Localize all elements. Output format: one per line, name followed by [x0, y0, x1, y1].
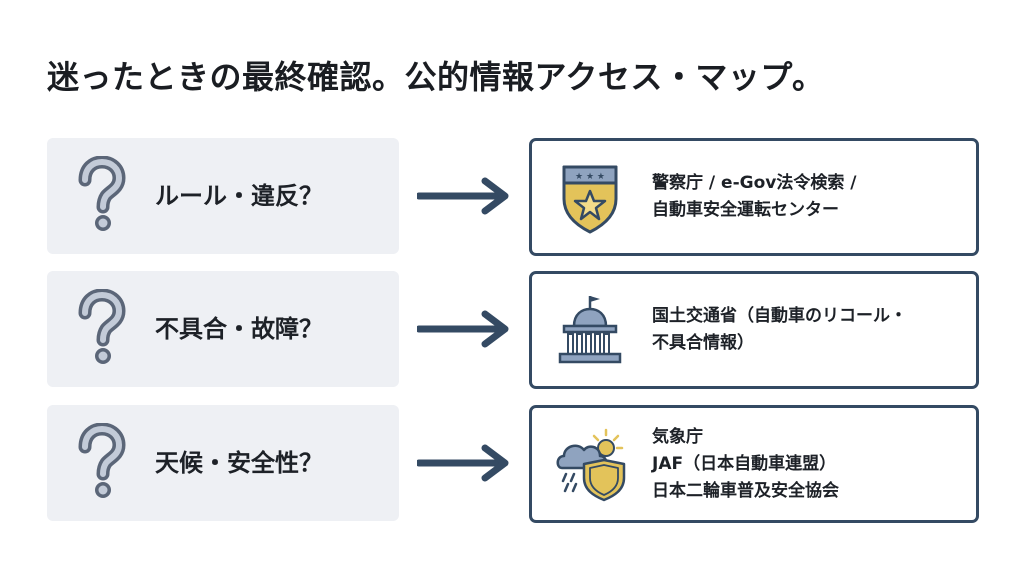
- answer-line: 日本二輪車普及安全協会: [652, 480, 839, 501]
- answer-line: 警察庁 / e-Gov法令検索 /: [652, 173, 857, 193]
- answer-line: JAF（日本自動車連盟）: [652, 453, 837, 474]
- row-rules: ルール・違反？ ★ ★ ★ 警察庁 / e-Gov法令検索 / 自動車安全運転セ…: [47, 138, 979, 256]
- answer-text: 気象庁 JAF（日本自動車連盟） 日本二輪車普及安全協会: [652, 408, 968, 520]
- arrow-right-icon: [417, 310, 509, 348]
- svg-text:★ ★ ★: ★ ★ ★: [575, 172, 605, 182]
- question-mark-icon: [78, 289, 126, 364]
- answer-line: 気象庁: [652, 426, 703, 447]
- question-label: ルール・違反？: [155, 182, 323, 210]
- question-card: ルール・違反？: [47, 138, 399, 254]
- answer-card: 気象庁 JAF（日本自動車連盟） 日本二輪車普及安全協会: [529, 405, 979, 523]
- answer-card: ★ ★ ★ 警察庁 / e-Gov法令検索 / 自動車安全運転センター: [529, 138, 979, 256]
- answer-line: 不具合情報）: [652, 333, 754, 353]
- row-malfunction: 不具合・故障？ 国土交通省（自動車のリコール・ 不具合情報）: [47, 271, 979, 389]
- question-mark-icon: [78, 156, 126, 231]
- arrow-right-icon: [417, 177, 509, 215]
- police-badge-icon: ★ ★ ★: [562, 165, 618, 234]
- question-label: 天候・安全性？: [155, 449, 323, 477]
- page-title: 迷ったときの最終確認。公的情報アクセス・マップ。: [47, 58, 825, 96]
- question-mark-icon: [78, 423, 126, 498]
- question-card: 天候・安全性？: [47, 405, 399, 521]
- row-weather-safety: 天候・安全性？ 気象庁 JAF（日本自動車連盟: [47, 405, 979, 523]
- arrow-right-icon: [417, 444, 509, 482]
- question-label: 不具合・故障？: [155, 315, 323, 343]
- government-building-icon: [558, 296, 622, 364]
- weather-shield-icon: [556, 428, 626, 502]
- answer-text: 警察庁 / e-Gov法令検索 / 自動車安全運転センター: [652, 141, 968, 253]
- answer-card: 国土交通省（自動車のリコール・ 不具合情報）: [529, 271, 979, 389]
- question-card: 不具合・故障？: [47, 271, 399, 387]
- answer-text: 国土交通省（自動車のリコール・ 不具合情報）: [652, 274, 968, 386]
- answer-line: 自動車安全運転センター: [652, 200, 839, 220]
- answer-line: 国土交通省（自動車のリコール・: [652, 306, 907, 326]
